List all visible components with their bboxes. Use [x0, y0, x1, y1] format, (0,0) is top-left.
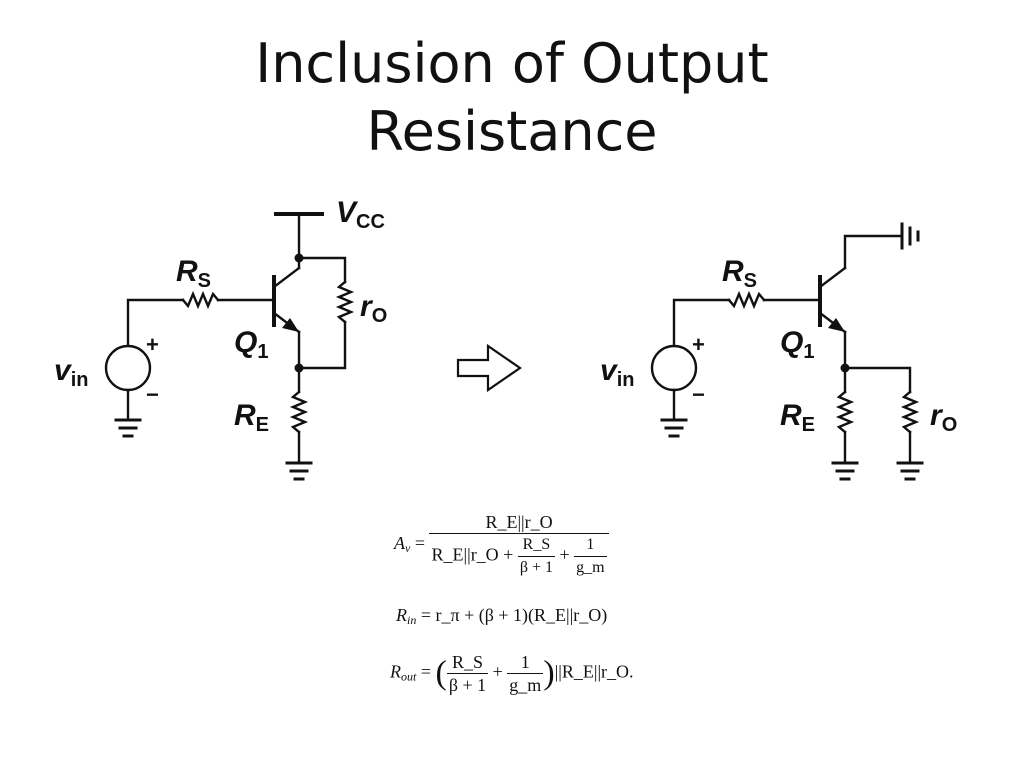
- left-source-top-wire: [126, 298, 185, 347]
- right-junction-emitter: [840, 363, 850, 373]
- left-vin-minus: −: [146, 382, 159, 407]
- right-ro-label: rO: [930, 399, 957, 436]
- left-q1-emitter-arrow-icon: [282, 318, 299, 332]
- left-ground-source: [114, 418, 142, 438]
- left-ro-label: rO: [360, 290, 387, 327]
- right-ground-re: [831, 461, 859, 481]
- slide-title: Inclusion of Output Resistance: [0, 30, 1024, 166]
- left-circuit: [104, 212, 355, 465]
- slide-title-line-2: Resistance: [366, 100, 658, 163]
- left-ro-resistor: [335, 280, 355, 324]
- right-source-top-wire: [672, 298, 731, 347]
- left-rs-resistor: [181, 290, 220, 310]
- left-junction-bottom: [294, 363, 304, 373]
- right-vin-plus: +: [692, 332, 705, 357]
- right-ro-resistor: [900, 390, 920, 434]
- right-ro-top-wire: [843, 366, 912, 394]
- left-ro-bottom-wire: [297, 320, 347, 370]
- left-re-label: RE: [234, 399, 269, 436]
- left-re-resistor: [289, 390, 309, 434]
- left-ground-re: [285, 461, 313, 481]
- right-rs-resistor: [727, 290, 766, 310]
- right-ground-source: [660, 418, 688, 438]
- right-rs-label: RS: [722, 255, 757, 292]
- left-q1-collector: [272, 266, 301, 289]
- right-q1-collector: [818, 266, 847, 289]
- right-circuit: [650, 234, 920, 465]
- right-ground-collector: [900, 222, 920, 250]
- left-q1-label: Q1: [234, 326, 268, 363]
- transform-arrow-icon: [456, 343, 522, 393]
- right-q1-emitter-arrow-icon: [828, 318, 845, 332]
- left-junction-top: [294, 253, 304, 263]
- right-ground-ro: [896, 461, 924, 481]
- right-re-label: RE: [780, 399, 815, 436]
- right-vin-minus: −: [692, 382, 705, 407]
- slide-title-line-1: Inclusion of Output: [255, 32, 769, 95]
- left-ro-top-wire: [297, 256, 347, 284]
- left-rs-label: RS: [176, 255, 211, 292]
- equation-rin: Rin = r_π + (β + 1)(R_E||r_O): [396, 605, 608, 627]
- left-vcc-label: VCC: [336, 196, 385, 233]
- right-vin-label: vin: [600, 354, 634, 391]
- right-q1-label: Q1: [780, 326, 814, 363]
- left-vin-plus: +: [146, 332, 159, 357]
- right-vin-source: [650, 344, 698, 392]
- left-vin-label: vin: [54, 354, 88, 391]
- left-vin-source: [104, 344, 152, 392]
- right-re-resistor: [835, 390, 855, 434]
- right-collector-wire: [843, 234, 904, 270]
